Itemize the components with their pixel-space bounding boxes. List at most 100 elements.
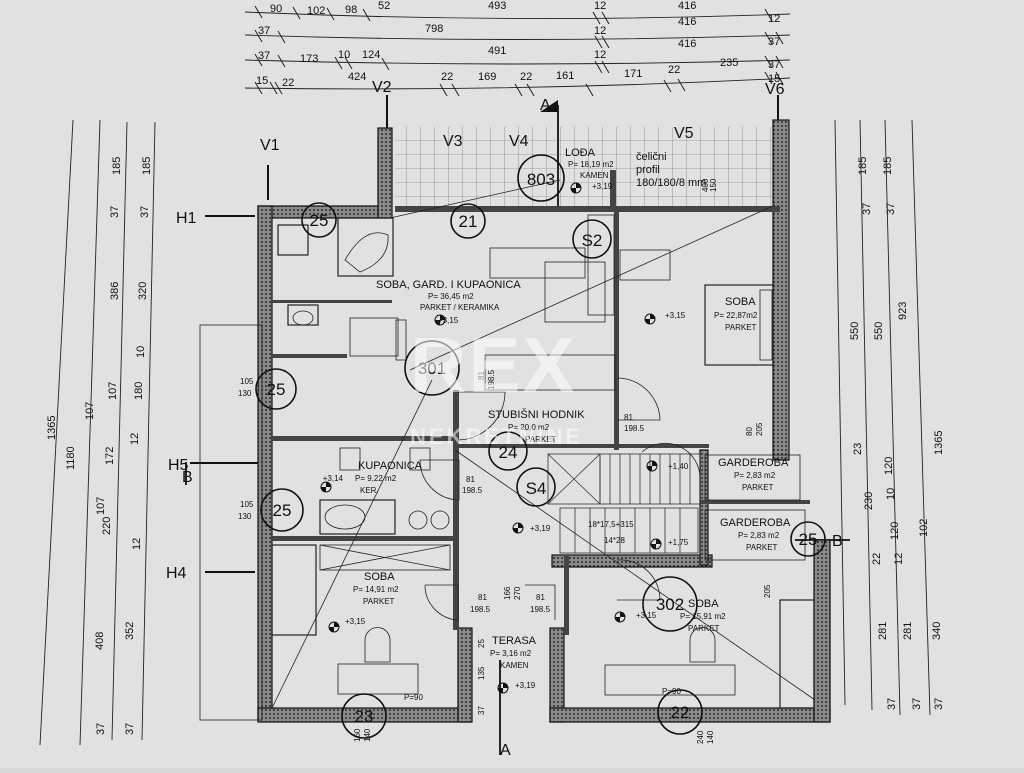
dim-top-r3-5: 12 (594, 49, 606, 61)
misc-270: 270 (513, 586, 522, 600)
dim-right-c2-6: 12 (893, 553, 905, 565)
room-soba-gard-level: +3,15 (438, 316, 459, 325)
dim-top-r3-3: 124 (362, 49, 380, 61)
dim-top-r2-3: 416 (678, 16, 696, 28)
door-d5-b: 198.5 (530, 605, 551, 614)
room-soba-sw-area: P= 14,91 m2 (353, 585, 399, 594)
dim-left-c4-2: 320 (137, 282, 149, 300)
room-lodja-floor: KAMEN (580, 171, 609, 180)
dim-right-c2-1: 37 (885, 203, 897, 215)
room-soba-gard-floor: PARKET / KERAMIKA (420, 303, 500, 312)
dim-top-r3-0: 37 (258, 50, 270, 62)
diagonal-lines (199, 179, 816, 721)
dim-top-r2-2: 12 (594, 25, 606, 37)
dim-left-c1-0: 1365 (46, 416, 58, 440)
tag-4: 301 (418, 359, 446, 378)
dim-left-c4-6: 12 (131, 538, 143, 550)
right-dimension-lines: 185 37 550 23 230 22 281 37 185 37 550 1… (834, 119, 945, 716)
level-stair-top: +1,40 (668, 462, 689, 471)
dim-left-c3-6: 107 (95, 497, 107, 515)
misc-p90-a: P=90 (404, 693, 423, 702)
dim-top-r4-8: 22 (668, 64, 680, 76)
axis-h4: H4 (166, 565, 187, 582)
room-garderoba2-floor: PARKET (746, 543, 778, 552)
door-d1-b: 198.5 (624, 424, 645, 433)
dim-top-r1-6: 416 (678, 0, 696, 12)
dim-top-r4-1: 22 (282, 77, 294, 89)
room-terasa-floor: KAMEN (500, 661, 529, 670)
room-soba-gard-name: SOBA, GARD. I KUPAONICA (376, 279, 521, 291)
room-kupaonica-floor: KER. (360, 486, 379, 495)
room-soba-se-name: SOBA (688, 598, 719, 610)
dim-left-c2-1: 107 (84, 402, 96, 420)
room-garderoba1-floor: PARKET (742, 483, 774, 492)
stairs-spec2: 14*28 (604, 536, 625, 545)
dim-left-c4-3: 10 (135, 346, 147, 358)
room-soba-se-floor: PARKET (688, 624, 720, 633)
profile-note-1: čelični (636, 151, 667, 163)
top-dimension-lines: 90 102 98 52 493 12 416 12 37 798 12 416… (244, 0, 791, 97)
dim-top-r4-7: 171 (624, 68, 642, 80)
section-b-left: B (182, 469, 193, 486)
win-w3-a: 160 (353, 728, 362, 742)
axis-v2: V2 (372, 79, 392, 96)
level-landing: +1,75 (668, 538, 689, 547)
dim-top-r4-0: 15 (256, 75, 268, 87)
dim-right-c2-4: 10 (885, 488, 897, 500)
dim-top-r1-5: 12 (594, 0, 606, 12)
dim-top-r3-4: 491 (488, 45, 506, 57)
dim-right-c3-0: 923 (897, 302, 909, 320)
room-soba-gard-area: P= 36,45 m2 (428, 292, 474, 301)
room-soba-sw-name: SOBA (364, 571, 395, 583)
room-terasa-name: TERASA (492, 635, 537, 647)
watermark-sub: NEKRETNINE (410, 424, 583, 449)
room-soba-se-level: +3,15 (636, 611, 657, 620)
fixtures (271, 214, 815, 709)
room-labels: LOĐA P= 18,19 m2 KAMEN +3,19 čelični pro… (323, 147, 791, 690)
dim-left-c3-7: 352 (124, 622, 136, 640)
dim-top-r2-1: 798 (425, 23, 443, 35)
dim-left-c3-3: 107 (107, 382, 119, 400)
dim-right-c1-5: 22 (871, 553, 883, 565)
win-w2-b: 130 (238, 512, 252, 521)
axis-v1: V1 (260, 137, 280, 154)
room-lodja-area: P= 18,19 m2 (568, 160, 614, 169)
win-w5-a: 80 (745, 427, 754, 436)
watermark: REX NEKRETNINE (410, 321, 583, 449)
tag-7: S4 (526, 479, 547, 498)
win-w4-b: 140 (706, 730, 715, 744)
section-a-top: A (540, 97, 551, 114)
dim-top-r3-6: 416 (678, 38, 696, 50)
door-d1-a: 81 (624, 413, 633, 422)
room-soba-sw-level: +3,15 (345, 617, 366, 626)
dim-right-c3-2: 340 (931, 622, 943, 640)
tag-2: 803 (527, 170, 555, 189)
door-d2-b: 198.5 (487, 369, 496, 390)
misc-166: 166 (503, 586, 512, 600)
stairs-spec: 18*17,5+315 (588, 520, 634, 529)
dim-left-c4-4: 180 (133, 382, 145, 400)
tag-10: 25 (799, 530, 818, 549)
dim-top-r3-2: 10 (338, 49, 350, 61)
level-hall: +3,19 (530, 524, 551, 533)
room-kupaonica-area: P= 9,22 m2 (355, 474, 397, 483)
dim-right-c1-1: 37 (861, 203, 873, 215)
tag-3: S2 (582, 231, 603, 250)
dim-left-c3-4: 172 (104, 447, 116, 465)
dim-top-r4-5: 22 (520, 71, 532, 83)
tag-8: 25 (273, 501, 292, 520)
tag-circles: 25 21 803 S2 301 25 24 S4 25 302 25 23 2… (255, 154, 826, 739)
dim-left-c4-0: 185 (141, 157, 153, 175)
left-dimension-lines: 1365 1180 107 408 37 185 37 386 107 172 … (39, 119, 156, 746)
tag-5: 25 (267, 380, 286, 399)
dim-left-c3-5: 220 (101, 517, 113, 535)
dim-right-c1-4: 230 (863, 492, 875, 510)
misc-150: 150 (709, 178, 718, 192)
room-garderoba1-name: GARDEROBA (718, 457, 789, 469)
door-d3-a: 81 (466, 475, 475, 484)
door-d2-a: 81 (477, 371, 486, 380)
room-lodja-level: +3,19 (592, 182, 613, 191)
dim-right-c2-8: 37 (911, 698, 923, 710)
